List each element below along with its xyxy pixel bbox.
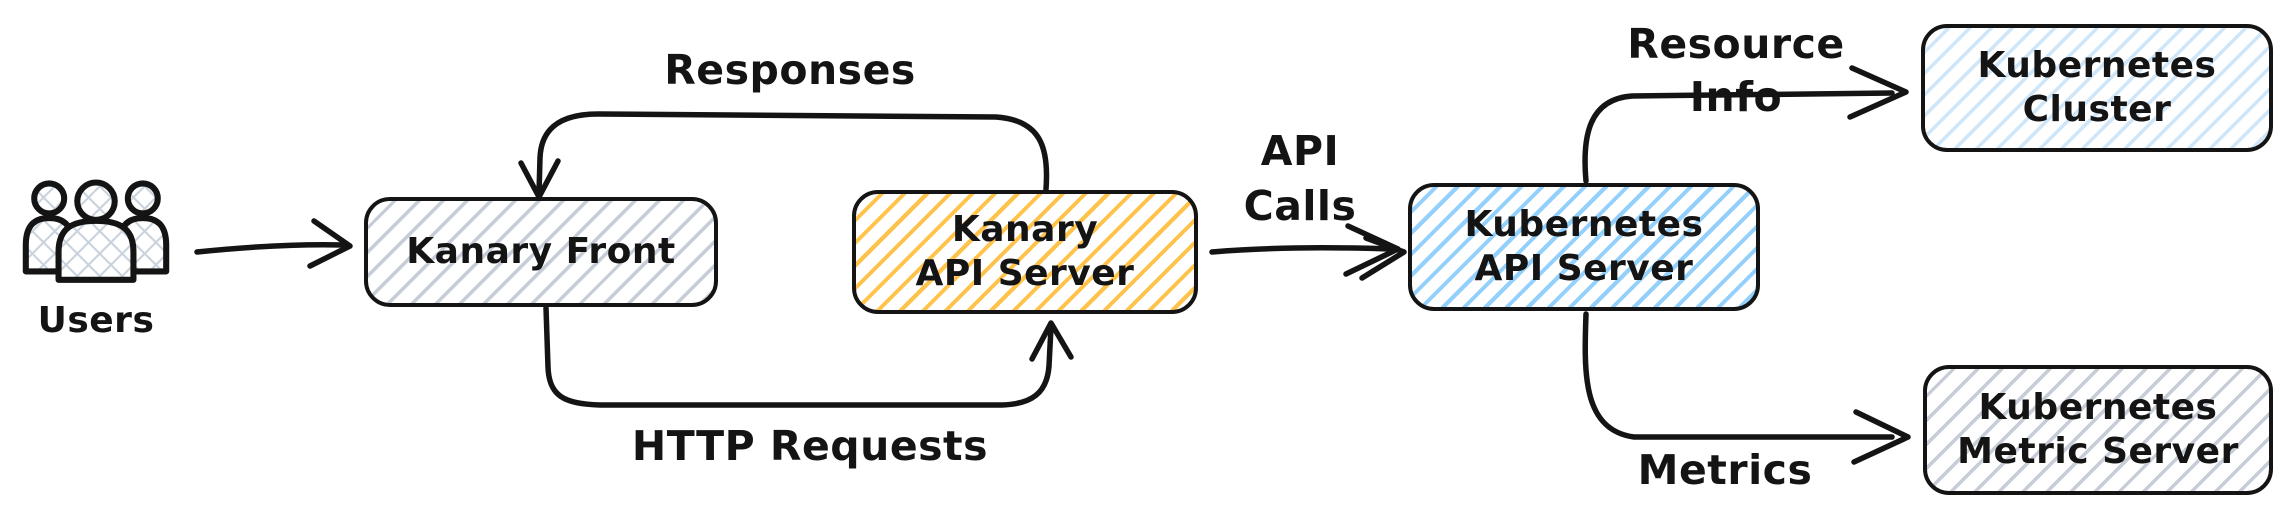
arrow-resource-info bbox=[1582, 65, 1909, 184]
edge-label-resource-info: Resource Info bbox=[1627, 20, 1845, 122]
arrow-responses bbox=[518, 111, 1050, 200]
users-icon bbox=[22, 179, 170, 283]
node-kanary-api-line1: Kanary bbox=[951, 209, 1099, 251]
node-kanary-api-server: Kanary API Server bbox=[852, 190, 1198, 314]
edge-label-http-requests: HTTP Requests bbox=[631, 422, 989, 470]
edge-label-api-calls-line2: Calls bbox=[1243, 182, 1357, 231]
users-actor: Users bbox=[20, 175, 172, 341]
edge-label-responses: Responses bbox=[664, 46, 916, 94]
node-kanary-api-line2: API Server bbox=[915, 253, 1135, 294]
node-kanary-front-label: Kanary Front bbox=[406, 231, 676, 273]
node-kubernetes-metric-server: Kubernetes Metric Server bbox=[1923, 365, 2273, 495]
node-k8s-api-line2: API Server bbox=[1474, 248, 1694, 289]
edge-label-api-calls: API Calls bbox=[1192, 124, 1408, 235]
node-k8s-api-line1: Kubernetes bbox=[1464, 204, 1704, 246]
arrow-users-to-kanary-front bbox=[194, 218, 353, 269]
node-kanary-front: Kanary Front bbox=[364, 197, 718, 307]
node-k8s-cluster-line2: Cluster bbox=[2022, 89, 2172, 130]
arrow-http-requests bbox=[543, 305, 1074, 408]
arrow-api-calls bbox=[1209, 223, 1407, 281]
node-k8s-cluster-line1: Kubernetes bbox=[1977, 45, 2217, 87]
node-k8s-metric-line2: Metric Server bbox=[1957, 431, 2239, 472]
edge-label-metrics: Metrics bbox=[1637, 446, 1813, 494]
node-kubernetes-cluster: Kubernetes Cluster bbox=[1921, 24, 2273, 152]
node-kubernetes-api-server: Kubernetes API Server bbox=[1408, 183, 1760, 311]
arrow-metrics bbox=[1582, 311, 1911, 465]
node-k8s-metric-line1: Kubernetes bbox=[1978, 387, 2218, 429]
users-label: Users bbox=[37, 300, 155, 341]
edge-label-api-calls-line1: API bbox=[1260, 127, 1340, 175]
